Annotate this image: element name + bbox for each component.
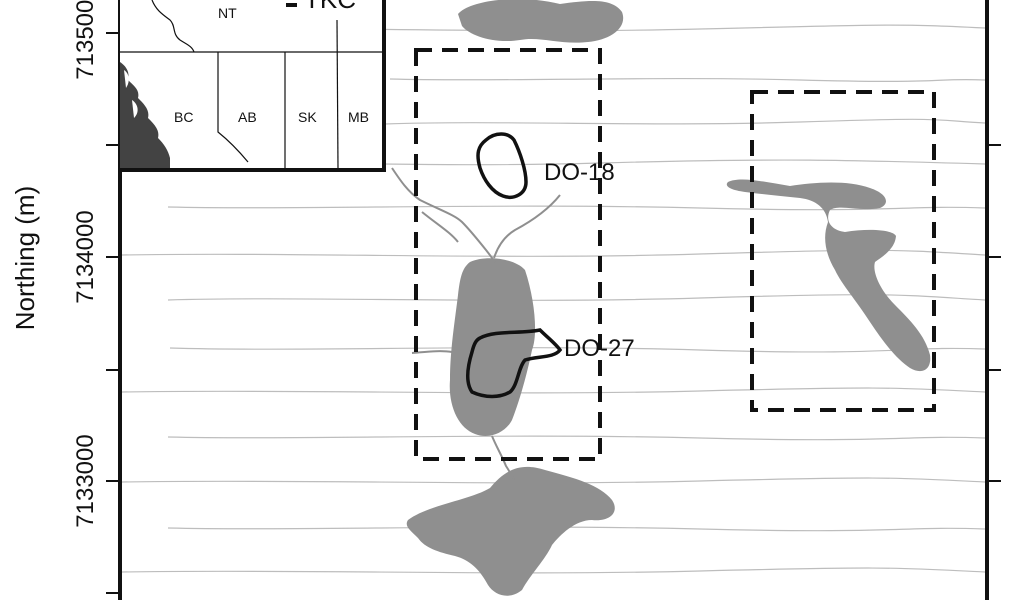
contour-line [121,387,986,394]
contour-line [389,77,986,83]
kimberlite-outline-do-27 [466,328,563,399]
contour-line [384,118,986,125]
study-area-box-west [414,48,602,461]
inset-border-bc-ab [217,52,249,163]
inset-coastline [120,62,170,170]
axis-title-northing: Northing (m) [10,186,40,330]
contour-line [167,526,986,532]
water-bodies [406,0,931,596]
inset-label-sk: SK [298,109,317,125]
contour-lines [121,24,986,574]
inset-label-nt: NT [218,5,237,21]
lake-east [726,179,931,372]
streams [391,167,561,481]
contour-line [167,294,986,301]
inset-coastline-gap [124,70,129,88]
left-axis-ticks [106,32,120,594]
stream [493,194,561,259]
right-axis-ticks [987,144,1001,482]
stream [491,435,515,481]
lake-central [449,258,536,437]
tick-label-7134000: 7134000 [72,210,99,303]
inset-label-mb: MB [348,109,369,125]
inset-border-sk-mb [336,19,339,169]
inset-label-tkc: TKC [304,0,356,14]
stream [411,350,453,354]
inset-coastline-gap [132,100,138,118]
kimberlite-label-do-18: DO-18 [544,159,615,186]
location-marker-icon [286,3,297,7]
stream [421,211,459,243]
stream [391,167,496,263]
kimberlite-outline-do-18 [476,132,528,199]
lake-north [458,0,624,43]
contour-line [121,477,986,484]
tick-label-7135000: 7135000 [72,0,99,80]
lake-south [406,466,615,596]
contour-line [121,249,986,257]
contour-line [121,567,986,574]
contour-line [167,435,986,441]
inset-nt-boundary [151,0,195,53]
inset-map: NT BC AB SK MB TKC [120,0,386,172]
contour-line [167,205,986,211]
study-area-box-east [750,90,936,412]
inset-label-bc: BC [174,109,193,125]
tick-label-7133000: 7133000 [72,434,99,527]
inset-label-ab: AB [238,109,257,125]
inset-background [120,0,384,170]
